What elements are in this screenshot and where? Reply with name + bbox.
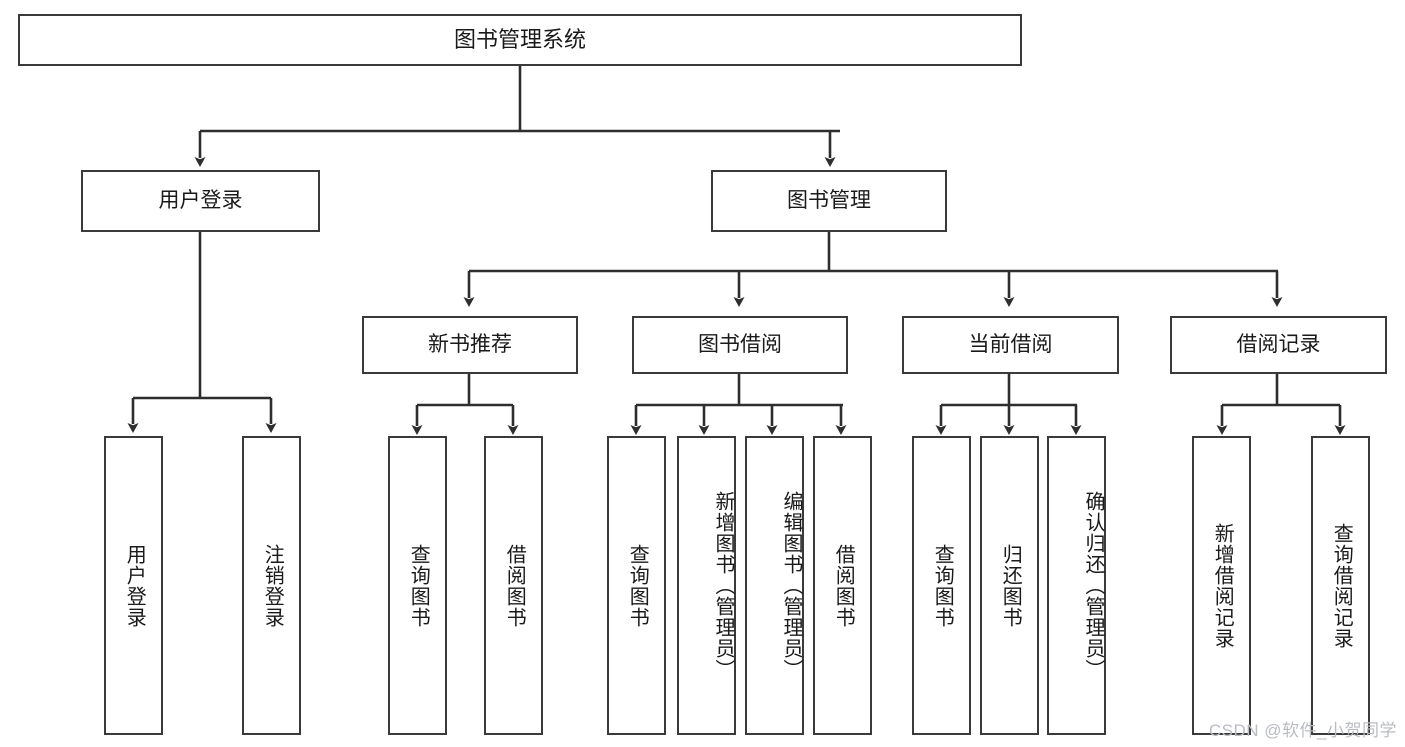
leaf-label: 确认归还（管理员） <box>1082 491 1104 680</box>
leaf-label: 归还图书 <box>999 543 1022 628</box>
node-leaf-query-record[interactable]: 查询借阅记录 <box>1311 436 1370 735</box>
node-current-borrow[interactable]: 当前借阅 <box>902 316 1119 374</box>
node-leaf-confirm-return[interactable]: 确认归还（管理员） <box>1047 436 1106 735</box>
node-leaf-user-login[interactable]: 用户登录 <box>104 436 163 735</box>
node-leaf-user-logout[interactable]: 注销登录 <box>242 436 301 735</box>
csdn-watermark: CSDN @软件_小贺同学 <box>1208 721 1397 740</box>
node-leaf-edit-book[interactable]: 编辑图书（管理员） <box>745 436 804 735</box>
node-new-book-recommend[interactable]: 新书推荐 <box>362 316 578 374</box>
node-book-borrow[interactable]: 图书借阅 <box>632 316 848 374</box>
node-leaf-add-record[interactable]: 新增借阅记录 <box>1192 436 1251 735</box>
node-root-system[interactable]: 图书管理系统 <box>18 14 1022 66</box>
node-leaf-query-book-2[interactable]: 查询图书 <box>607 436 666 735</box>
leaf-label: 查询图书 <box>931 543 954 628</box>
leaf-label: 借阅图书 <box>503 543 526 628</box>
leaf-label: 编辑图书（管理员） <box>780 491 802 680</box>
node-leaf-query-book-3[interactable]: 查询图书 <box>912 436 971 735</box>
node-leaf-query-book-1[interactable]: 查询图书 <box>388 436 447 735</box>
leaf-label: 注销登录 <box>261 543 284 628</box>
node-leaf-borrow-book-2[interactable]: 借阅图书 <box>813 436 872 735</box>
node-leaf-add-book[interactable]: 新增图书（管理员） <box>677 436 736 735</box>
leaf-label: 用户登录 <box>123 543 146 628</box>
leaf-label: 新增图书（管理员） <box>712 491 734 680</box>
node-book-manage[interactable]: 图书管理 <box>711 170 947 232</box>
node-borrow-record[interactable]: 借阅记录 <box>1170 316 1387 374</box>
leaf-label: 借阅图书 <box>832 543 855 628</box>
node-user-login[interactable]: 用户登录 <box>81 170 320 232</box>
leaf-label: 新增借阅记录 <box>1211 522 1234 649</box>
node-leaf-return-book[interactable]: 归还图书 <box>980 436 1039 735</box>
leaf-label: 查询图书 <box>626 543 649 628</box>
leaf-label: 查询图书 <box>407 543 430 628</box>
leaf-label: 查询借阅记录 <box>1330 522 1353 649</box>
node-leaf-borrow-book-1[interactable]: 借阅图书 <box>484 436 543 735</box>
